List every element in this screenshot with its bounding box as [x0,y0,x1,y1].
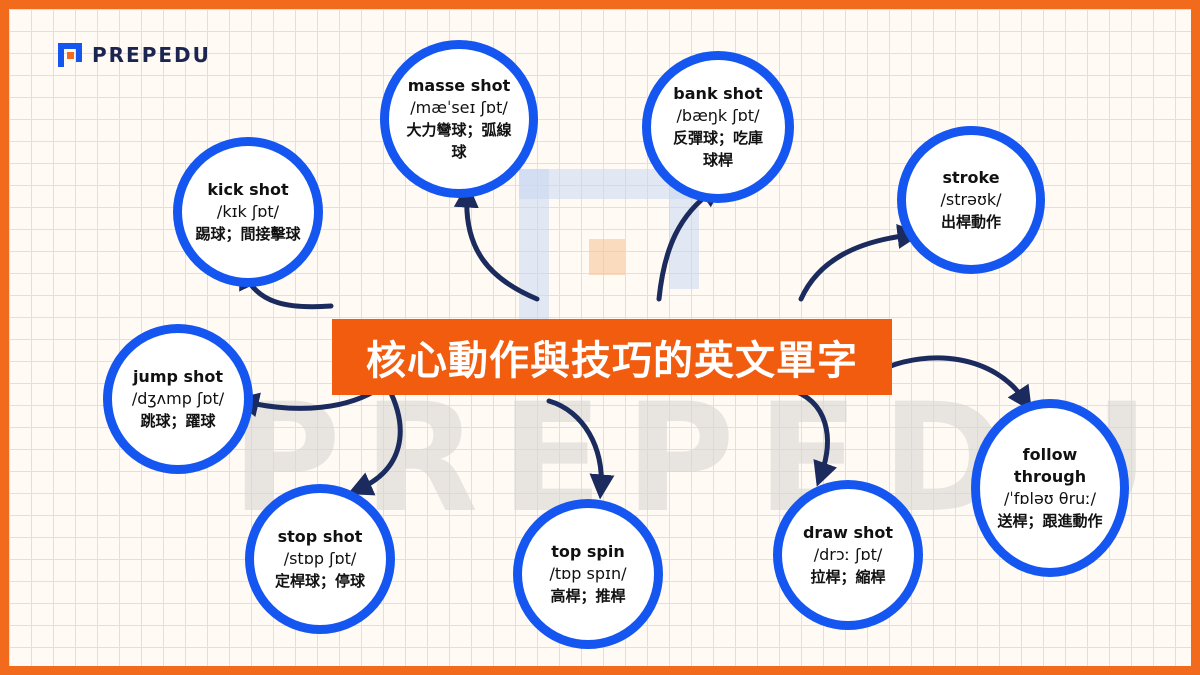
term-english: stroke [942,168,1000,187]
term-chinese: 定桿球；停球 [274,572,365,590]
node-stroke: stroke /strəʊk/ 出桿動作 [897,126,1045,274]
term-english: top spin [551,542,625,561]
node-draw-shot: draw shot /drɔː ʃɒt/ 拉桿；縮桿 [773,480,923,630]
brand-name: PREPEDU [92,43,211,67]
term-chinese: 高桿；推桿 [550,587,626,605]
term-ipa: /ˈfɒləʊ θruː/ [1003,489,1097,508]
arrow-to-follow-through [880,355,1032,412]
node-bank-shot: bank shot /bæŋk ʃɒt/ 反彈球；吃庫球桿 [642,51,794,203]
brand-logo: PREPEDU [55,40,211,70]
node-kick-shot: kick shot /kɪk ʃɒt/ 踢球；間接擊球 [173,137,323,287]
term-chinese: 大力彎球；弧線球 [406,121,512,161]
arrow-to-top-spin [546,398,615,500]
arrow-to-stop-shot [347,386,403,496]
term-english: jump shot [132,367,224,386]
arrow-to-masse-shot [453,182,540,302]
term-ipa: /strəʊk/ [940,190,1002,209]
term-english: kick shot [207,180,289,199]
term-chinese: 出桿動作 [940,213,1001,231]
node-top-spin: top spin /tɒp spɪn/ 高桿；推桿 [513,499,663,649]
term-ipa: /bæŋk ʃɒt/ [676,106,760,125]
term-ipa: /kɪk ʃɒt/ [216,202,280,221]
term-ipa: /dʒʌmp ʃɒt/ [131,389,225,408]
arrow-to-bank-shot [656,182,725,302]
brand-logo-icon [58,43,82,67]
term-ipa: /drɔː ʃɒt/ [813,545,883,564]
arrow-layer [233,182,1032,500]
term-english: follow through [1013,445,1087,486]
arrow-to-stroke [798,224,923,302]
term-chinese: 跳球；躍球 [140,412,216,430]
term-english: masse shot [407,76,511,95]
term-chinese: 送桿；跟進動作 [997,512,1103,530]
term-ipa: /mæˈseɪ ʃɒt/ [410,98,508,117]
term-english: bank shot [673,84,763,103]
term-chinese: 踢球；間接擊球 [195,225,301,243]
node-jump-shot: jump shot /dʒʌmp ʃɒt/ 跳球；躍球 [103,324,253,474]
center-title: 核心動作與技巧的英文單字 [332,319,892,395]
term-ipa: /stɒp ʃɒt/ [283,549,357,568]
arrow-to-draw-shot [786,386,837,487]
term-ipa: /tɒp spɪn/ [549,564,627,583]
node-stop-shot: stop shot /stɒp ʃɒt/ 定桿球；停球 [245,484,395,634]
term-chinese: 拉桿；縮桿 [810,568,886,586]
term-english: stop shot [277,527,363,546]
term-chinese: 反彈球；吃庫球桿 [672,129,763,169]
node-masse-shot: masse shot /mæˈseɪ ʃɒt/ 大力彎球；弧線球 [380,40,538,198]
node-follow-through: follow through /ˈfɒləʊ θruː/ 送桿；跟進動作 [971,399,1129,577]
term-english: draw shot [802,523,894,542]
